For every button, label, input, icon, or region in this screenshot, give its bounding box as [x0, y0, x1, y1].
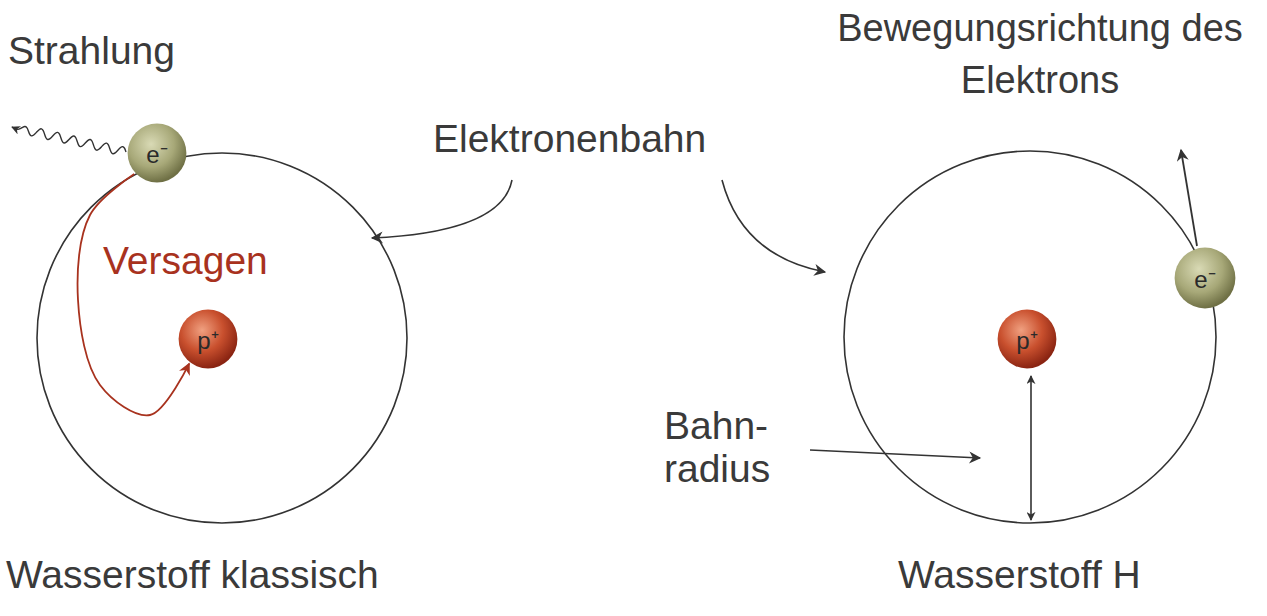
ball-shape: [128, 124, 187, 183]
radiation-wave: [12, 127, 126, 154]
electron-ball: e⁻: [127, 123, 187, 183]
failure-arrow: [78, 174, 190, 415]
ball-shape: [1175, 248, 1236, 309]
leader-arrow: [372, 180, 512, 238]
radius-arrow: [1030, 376, 1032, 520]
panel-caption: Wasserstoff H: [898, 552, 1141, 599]
particle-symbol: p⁺: [178, 309, 238, 369]
proton-ball: p⁺: [997, 309, 1057, 369]
orbit-circle: [844, 151, 1216, 523]
direction-label: Bewegungsrichtung des Elektrons: [820, 2, 1260, 106]
orbit-circle: [37, 153, 407, 523]
motion-arrow: [1181, 150, 1197, 246]
orbit-label: Elektronenbahn: [433, 116, 706, 163]
radius-label: Bahn- radius: [664, 405, 804, 491]
radiation-label: Strahlung: [8, 28, 175, 75]
ball-shape: [179, 310, 238, 369]
leader-arrow: [722, 180, 825, 272]
leader-arrow: [810, 450, 980, 458]
particle-symbol: e⁻: [1174, 247, 1236, 309]
electron-ball: e⁻: [1174, 247, 1236, 309]
ball-shape: [998, 310, 1057, 369]
proton-ball: p⁺: [178, 309, 238, 369]
particle-symbol: p⁺: [997, 309, 1057, 369]
panel-caption: Wasserstoff klassisch: [6, 552, 379, 599]
particle-symbol: e⁻: [127, 123, 187, 183]
edge-label: Versagen: [103, 238, 268, 285]
